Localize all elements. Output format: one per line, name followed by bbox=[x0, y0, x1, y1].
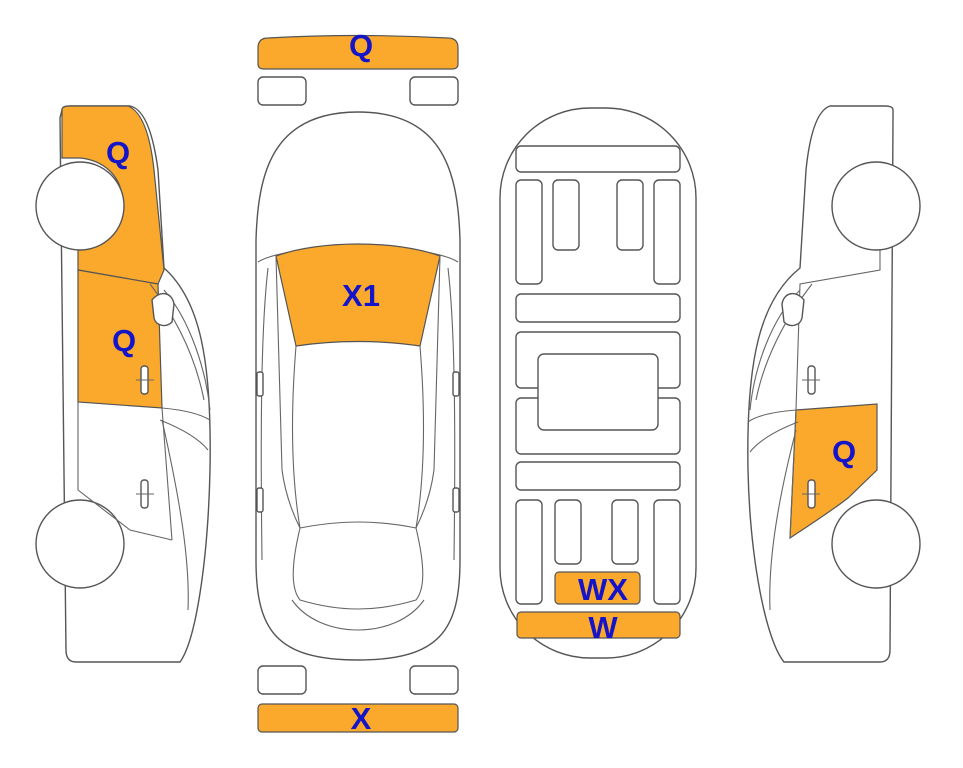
underbody-rear-edge-area[interactable] bbox=[516, 611, 681, 639]
right-rear-door-label: Q bbox=[832, 434, 856, 469]
front-light-right bbox=[409, 76, 459, 106]
underbody-rear-panel-label: WX bbox=[578, 572, 628, 607]
underbody-view: WX W bbox=[499, 107, 697, 659]
left-front-door-label: Q bbox=[112, 323, 136, 358]
rear-bumper-area[interactable] bbox=[257, 703, 459, 733]
right-side-view: Q bbox=[747, 105, 921, 663]
underbody-rear-panel-area[interactable] bbox=[554, 571, 641, 605]
front-light-left bbox=[257, 76, 307, 106]
underbody-rear-edge-label: W bbox=[588, 610, 618, 645]
left-side-view: Q Q bbox=[35, 105, 211, 663]
left-front-wheel bbox=[35, 161, 125, 251]
front-bumper-label: Q bbox=[349, 28, 373, 63]
rear-light-right bbox=[409, 665, 459, 695]
right-rear-wheel bbox=[831, 499, 921, 589]
windshield-label: X1 bbox=[342, 278, 380, 313]
rear-bumper-label: X bbox=[351, 701, 372, 736]
rear-light-left bbox=[257, 665, 307, 695]
top-view: Q X1 X bbox=[255, 28, 461, 736]
right-front-wheel bbox=[831, 161, 921, 251]
front-bumper-area[interactable] bbox=[257, 34, 459, 70]
left-rear-wheel bbox=[35, 499, 125, 589]
car-body-top bbox=[255, 111, 461, 661]
left-front-fender-label: Q bbox=[106, 135, 130, 170]
